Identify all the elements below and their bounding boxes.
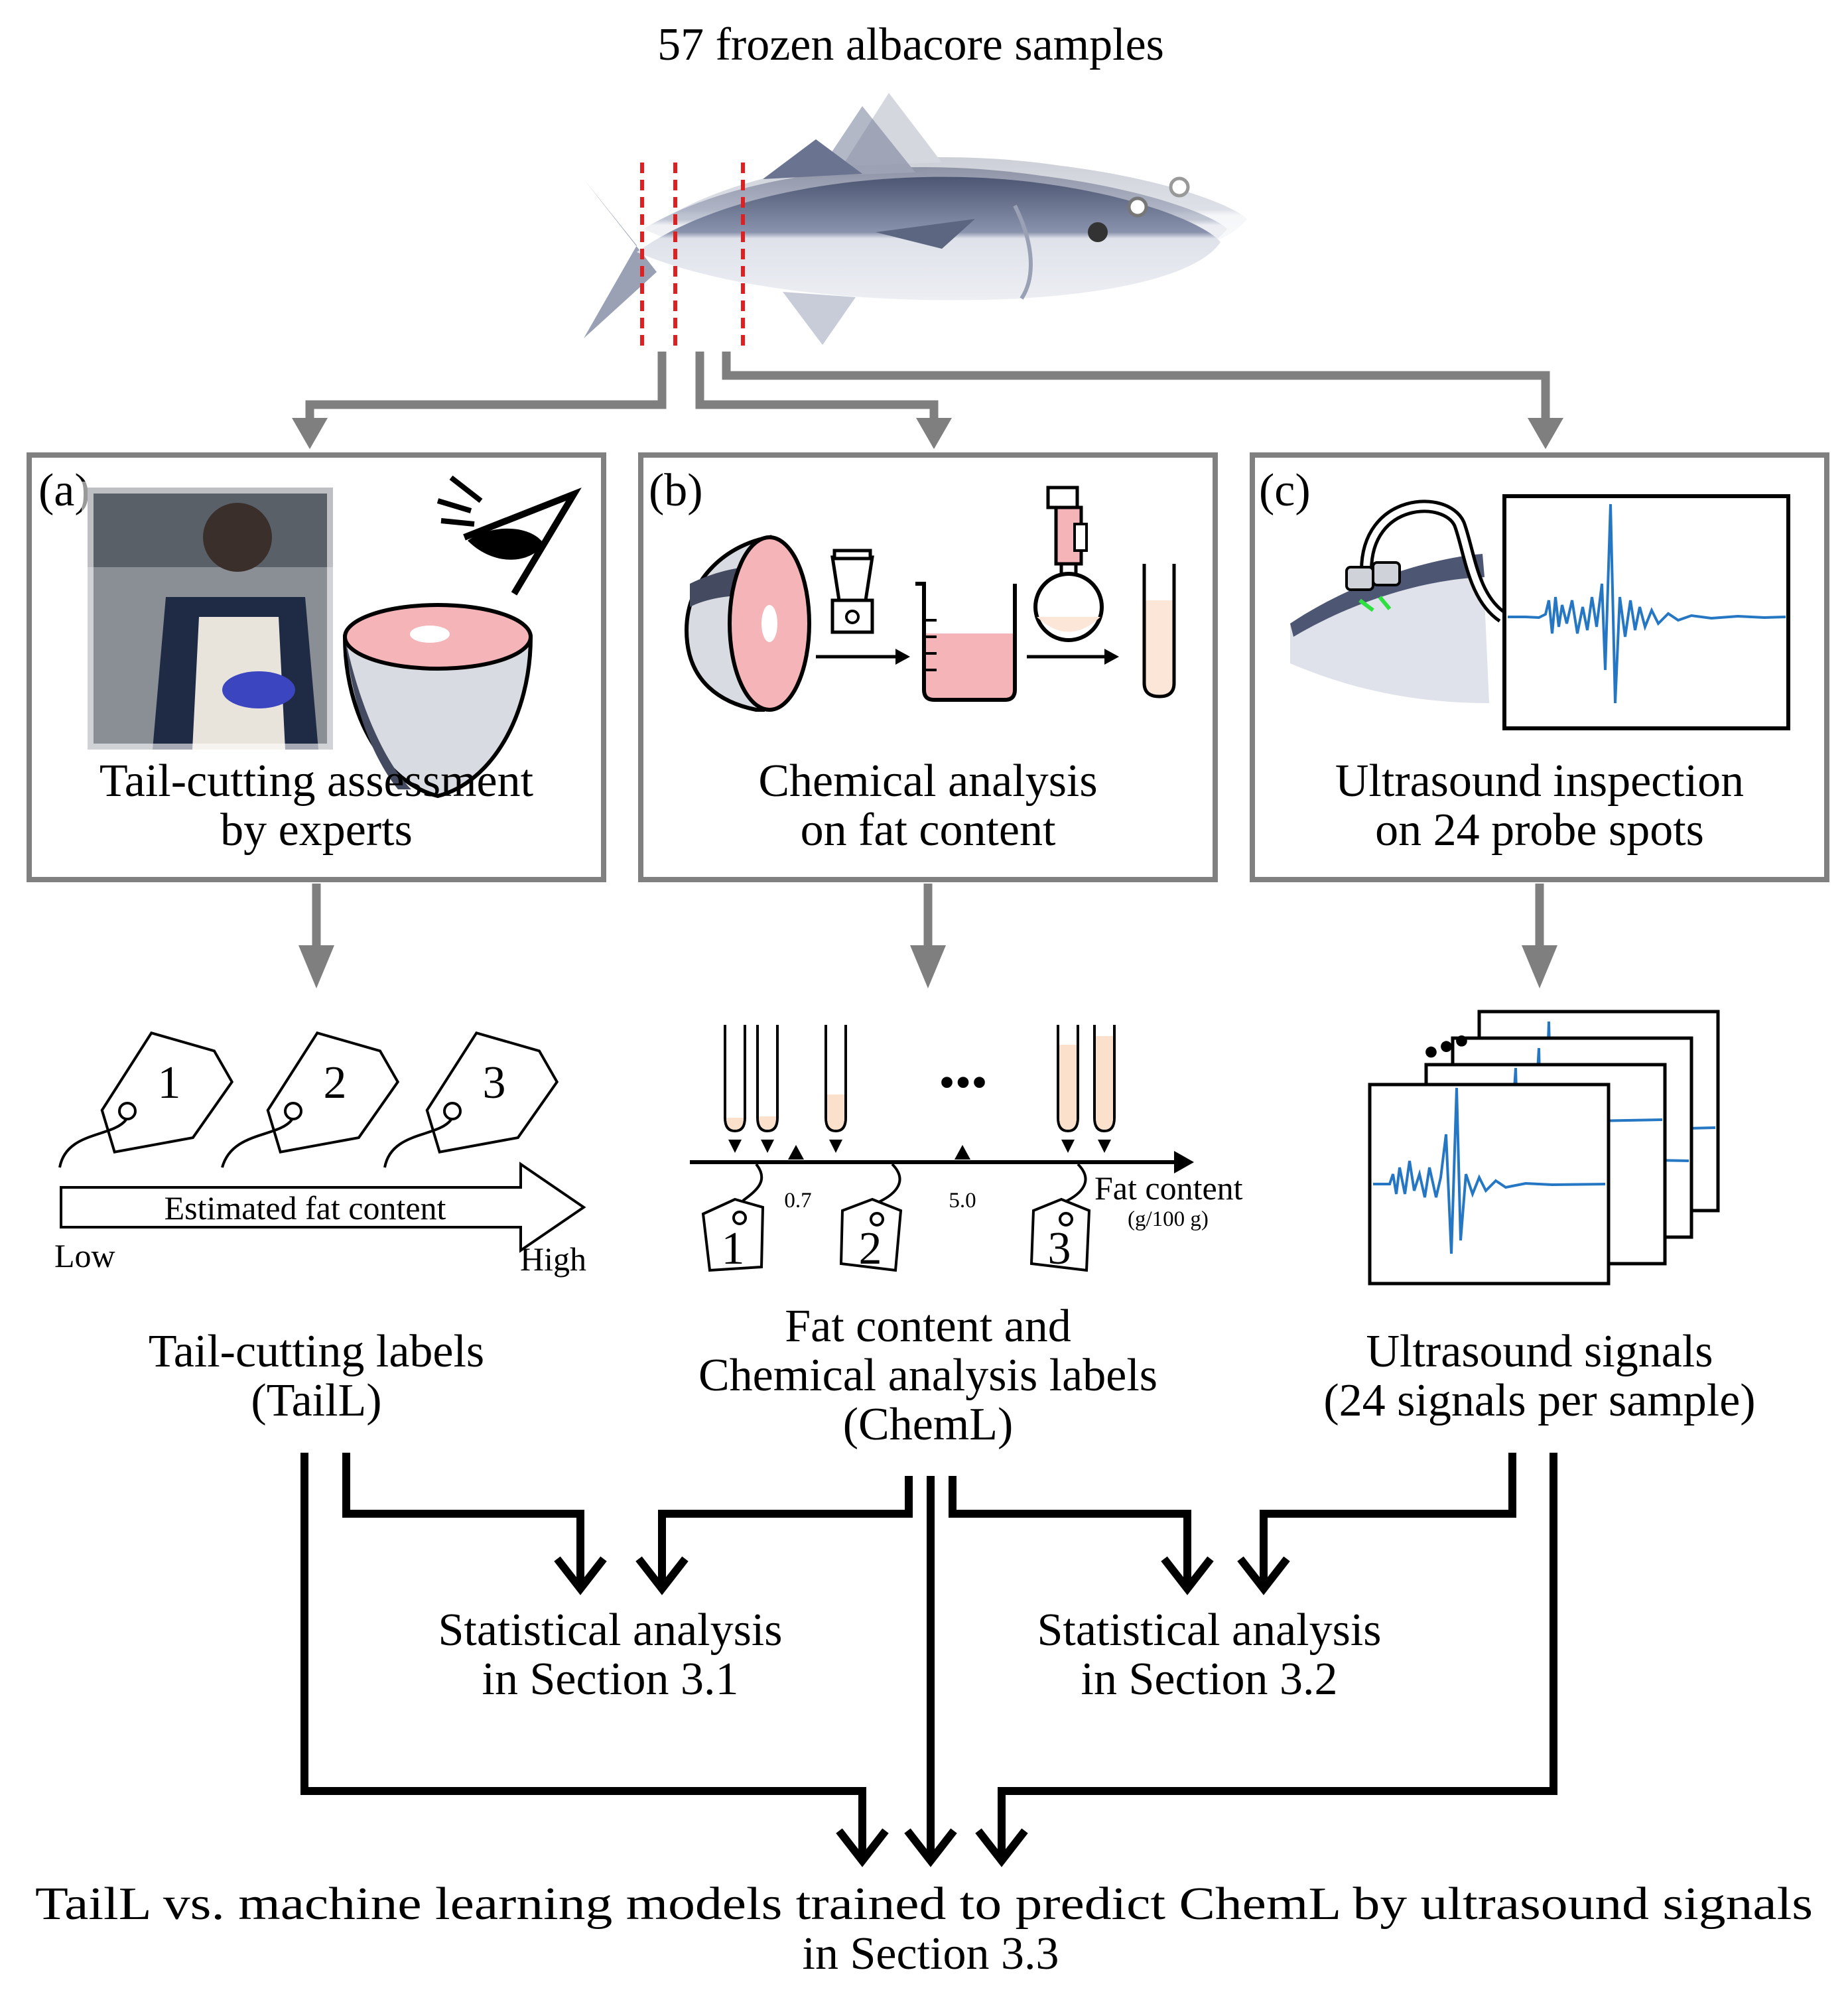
blender-icon (830, 549, 874, 634)
chem-output-3: (ChemL) (843, 1399, 1014, 1450)
final-line2: in Section 3.3 (803, 1928, 1059, 1979)
probe-icon (1290, 499, 1507, 703)
threshold-5-0: 5.0 (949, 1189, 976, 1213)
panel-b-caption-1: Chemical analysis (758, 756, 1097, 807)
panel-a-caption-2: by experts (220, 805, 413, 856)
analysis-3-2-line2: in Section 3.2 (1081, 1654, 1338, 1705)
fish-to-panels-arrows (292, 352, 1563, 449)
ultra-output-2: (24 signals per sample) (1323, 1375, 1755, 1426)
panel-a: (a) Tail-cutting assessment by experts (27, 452, 606, 882)
svg-text:1: 1 (158, 1057, 181, 1108)
chem-label-scale: ••• 0.7 5.0 Fat content (g/100 g) 1 2 (690, 1025, 1243, 1274)
fat-content-axis-label: Fat content (1094, 1169, 1243, 1207)
analysis-3-1-line2: in Section 3.1 (482, 1654, 739, 1705)
panel-a-caption-1: Tail-cutting assessment (99, 756, 534, 807)
expert-photo (82, 482, 339, 756)
threshold-marker-2 (955, 1145, 970, 1160)
chem-ellipsis: ••• (939, 1057, 988, 1108)
tail-output-1: Tail-cutting labels (149, 1326, 484, 1377)
chem-tag-3: 3 (1029, 1163, 1091, 1274)
tail-tag-3: 3 (383, 1031, 559, 1168)
analysis-3-2-line1: Statistical analysis (1037, 1605, 1381, 1656)
panel-down-arrows (298, 884, 1557, 988)
threshold-marker-1 (788, 1145, 804, 1160)
panel-c-caption-2: on 24 probe spots (1375, 805, 1704, 856)
fat-content-axis-unit: (g/100 g) (1128, 1207, 1209, 1231)
ultra-output-1: Ultrasound signals (1366, 1326, 1713, 1377)
panel-b-caption-2: on fat content (801, 805, 1056, 856)
beaker-icon (915, 582, 1017, 702)
panel-a-letter: (a) (38, 465, 90, 516)
svg-text:3: 3 (1048, 1223, 1071, 1274)
chem-output-1: Fat content and (785, 1301, 1071, 1352)
threshold-0-7: 0.7 (784, 1189, 811, 1213)
tail-output-2: (TailL) (251, 1375, 381, 1426)
test-tube-icon (1142, 564, 1176, 698)
svg-text:3: 3 (483, 1057, 506, 1108)
panel-b: (b) (638, 452, 1218, 882)
svg-text:2: 2 (324, 1057, 347, 1108)
fish-icon (584, 93, 1247, 348)
chem-tag-1: 1 (701, 1163, 765, 1274)
analysis-3-1-line1: Statistical analysis (438, 1605, 782, 1656)
scale-low: Low (54, 1237, 115, 1274)
fish-cross-section-icon (684, 535, 811, 712)
final-line1: TailL vs. machine learning models traine… (35, 1879, 1813, 1930)
svg-text:2: 2 (859, 1223, 882, 1274)
tail-tag-1: 1 (58, 1031, 234, 1168)
chem-tag-2: 2 (839, 1163, 903, 1274)
tail-label-scale: 1 2 3 Estimated fat content Low High (54, 1031, 586, 1278)
panel-c: (c) Ultrasound inspection on 24 probe sp… (1250, 452, 1829, 882)
tail-tag-2: 2 (221, 1031, 400, 1168)
scale-high: High (520, 1240, 586, 1278)
ultrasound-signal-stack: ••• (1368, 1010, 1720, 1286)
chem-tubes (724, 1025, 1116, 1133)
waveform-icon (1502, 494, 1790, 730)
svg-text:1: 1 (722, 1223, 745, 1274)
panel-c-letter: (c) (1259, 465, 1311, 516)
chem-output-2: Chemical analysis labels (698, 1350, 1157, 1401)
eye-icon (436, 475, 582, 596)
panel-b-letter: (b) (649, 465, 703, 516)
panel-c-caption-1: Ultrasound inspection (1335, 756, 1744, 807)
flask-icon (1033, 486, 1104, 642)
estimated-fat-arrow (60, 1162, 586, 1253)
fish-slice-icon (342, 603, 533, 799)
diagram-title: 57 frozen albacore samples (657, 19, 1164, 70)
analysis-flow-lines (300, 1453, 1557, 1867)
estimated-fat-text: Estimated fat content (165, 1189, 446, 1227)
